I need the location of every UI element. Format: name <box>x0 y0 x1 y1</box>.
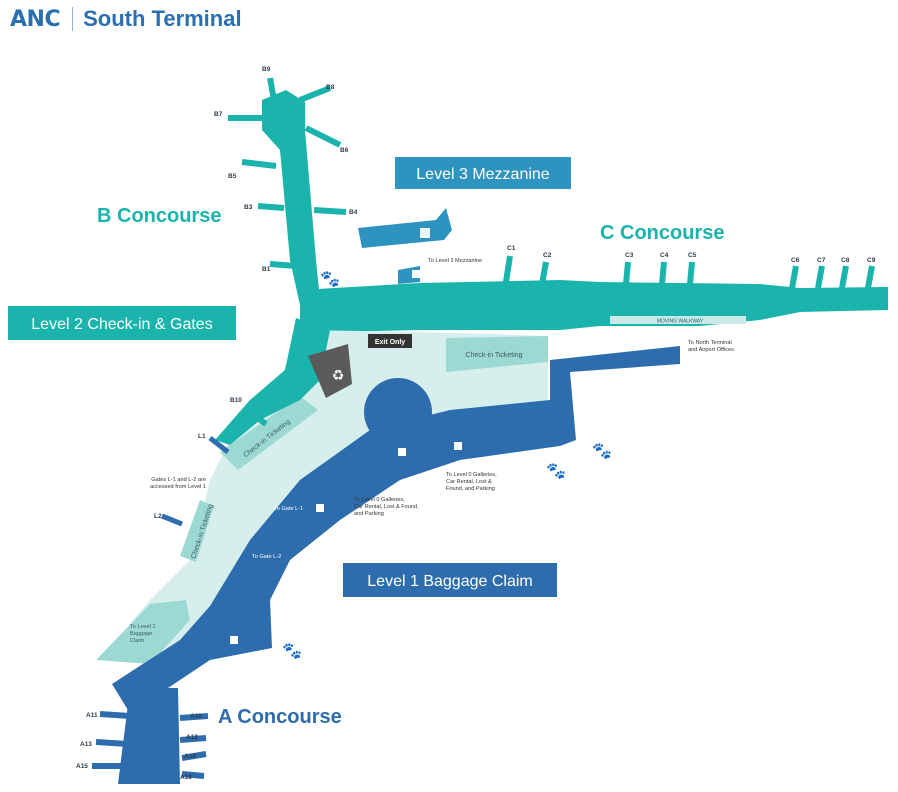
restroom-markers <box>230 270 462 644</box>
gate-b5: B5 <box>228 173 237 180</box>
gate-l2: L2 <box>154 513 162 520</box>
checkin-band-upper <box>446 336 548 372</box>
to-gate-l2: To Gate L-2 <box>252 554 281 560</box>
gate-c4: C4 <box>660 252 669 259</box>
l-gate-stubs <box>161 436 230 527</box>
gate-c1: C1 <box>507 245 516 252</box>
c-gate-stubs <box>503 255 875 289</box>
b10-stub <box>242 405 268 427</box>
to-level1-baggage-3: Claim <box>130 638 145 644</box>
level3-mezzanine-area <box>358 208 452 248</box>
moving-walkway <box>610 316 746 324</box>
gate-c7: C7 <box>817 257 826 264</box>
gate-c8: C8 <box>841 257 850 264</box>
to-level0-b-2: Car Rental, Lost & Found, <box>354 504 419 510</box>
to-level1-baggage-1: To Level 1 <box>130 624 156 630</box>
paw-icon: 🐾 <box>320 269 340 288</box>
restroom-icon <box>454 442 462 450</box>
mezz-elevator <box>420 228 430 238</box>
exit-only-sign <box>368 334 412 348</box>
c-concourse-hall <box>300 280 888 332</box>
pet-relief-markers: 🐾 🐾 🐾 🐾 <box>282 269 612 660</box>
checkin-label-upper: Check-in Ticketing <box>465 352 522 359</box>
gate-c5: C5 <box>688 252 697 259</box>
gate-c6: C6 <box>791 257 800 264</box>
c-concourse-title: C Concourse <box>600 222 724 244</box>
gate-a15: A15 <box>76 763 88 770</box>
checkin-band-left2 <box>180 500 214 562</box>
gate-b10: B10 <box>230 397 242 404</box>
level2-label-box <box>8 306 236 340</box>
restroom-icon <box>316 504 324 512</box>
to-north-terminal-2: and Airport Offices <box>688 347 734 353</box>
checkin-lobby <box>100 330 548 660</box>
b-gate-stubs <box>228 77 347 269</box>
gate-c9: C9 <box>867 257 876 264</box>
rotunda <box>364 378 432 446</box>
to-level0-a-1: To Level 0 Galleries, <box>446 472 497 478</box>
gate-a12: A12 <box>186 734 198 741</box>
gate-b9: B9 <box>262 66 271 73</box>
header: ANC South Terminal <box>10 4 242 34</box>
level1-label: Level 1 Baggage Claim <box>367 573 532 590</box>
level1-baggage-hall <box>112 346 680 720</box>
a-gate-stubs <box>92 711 209 779</box>
gate-b1: B1 <box>262 266 271 273</box>
level3-label-box <box>395 157 571 189</box>
gate-b7: B7 <box>214 111 223 118</box>
gate-c3: C3 <box>625 252 634 259</box>
b-concourse-pier <box>262 90 320 305</box>
gate-b6: B6 <box>340 147 349 154</box>
elevator-icon: ♻ <box>332 368 345 384</box>
checkin-band-left <box>220 396 318 470</box>
gate-l1: L1 <box>198 433 206 440</box>
level1-label-box <box>343 563 557 597</box>
paw-icon: 🐾 <box>282 641 302 660</box>
to-level0-b-3: and Parking <box>354 511 384 517</box>
to-gate-l1: To Gate L-1 <box>274 506 303 512</box>
gates-l-note-2: accessed from Level 1 <box>150 484 206 490</box>
header-divider <box>72 7 74 31</box>
to-level1-baggage-2: Baggage <box>130 631 152 637</box>
gate-a16: A16 <box>180 774 192 781</box>
level3-label: Level 3 Mezzanine <box>416 166 550 183</box>
gate-a11: A11 <box>86 712 98 719</box>
gate-c2: C2 <box>543 252 552 259</box>
restroom-icon <box>412 270 420 278</box>
a-concourse-title: A Concourse <box>218 706 342 728</box>
restroom-icon <box>230 636 238 644</box>
a-concourse-pier <box>118 688 180 784</box>
baggage-ramp <box>96 600 190 664</box>
paw-icon: 🐾 <box>592 441 612 460</box>
paw-icon: 🐾 <box>546 461 566 480</box>
gate-a14: A14 <box>184 753 196 760</box>
exit-only-label: Exit Only <box>375 339 405 346</box>
to-level0-b-1: To Level 0 Galleries, <box>354 497 405 503</box>
gate-b4: B4 <box>349 209 358 216</box>
page-title: South Terminal <box>83 6 242 31</box>
gate-b3: B3 <box>244 204 253 211</box>
to-level3-mezzanine: To Level 3 Mezzanine <box>428 258 482 264</box>
moving-walkway-label: MOVING WALKWAY <box>657 319 704 325</box>
elevator-block <box>308 344 352 398</box>
level2-label: Level 2 Check-in & Gates <box>31 316 212 333</box>
gate-a10: A10 <box>190 713 202 720</box>
gates-l-note-1: Gates L-1 and L-2 are <box>151 477 206 483</box>
gate-b8: B8 <box>326 84 335 91</box>
gate-a13: A13 <box>80 741 92 748</box>
main-connector <box>215 318 330 445</box>
b-concourse-title: B Concourse <box>97 205 221 227</box>
to-north-terminal-1: To North Terminal <box>688 340 732 346</box>
to-level0-a-2: Car Rental, Lost & <box>446 479 492 485</box>
restroom-icon <box>398 448 406 456</box>
to-level0-a-3: Found, and Parking <box>446 486 495 492</box>
airport-logo: ANC <box>10 6 61 32</box>
